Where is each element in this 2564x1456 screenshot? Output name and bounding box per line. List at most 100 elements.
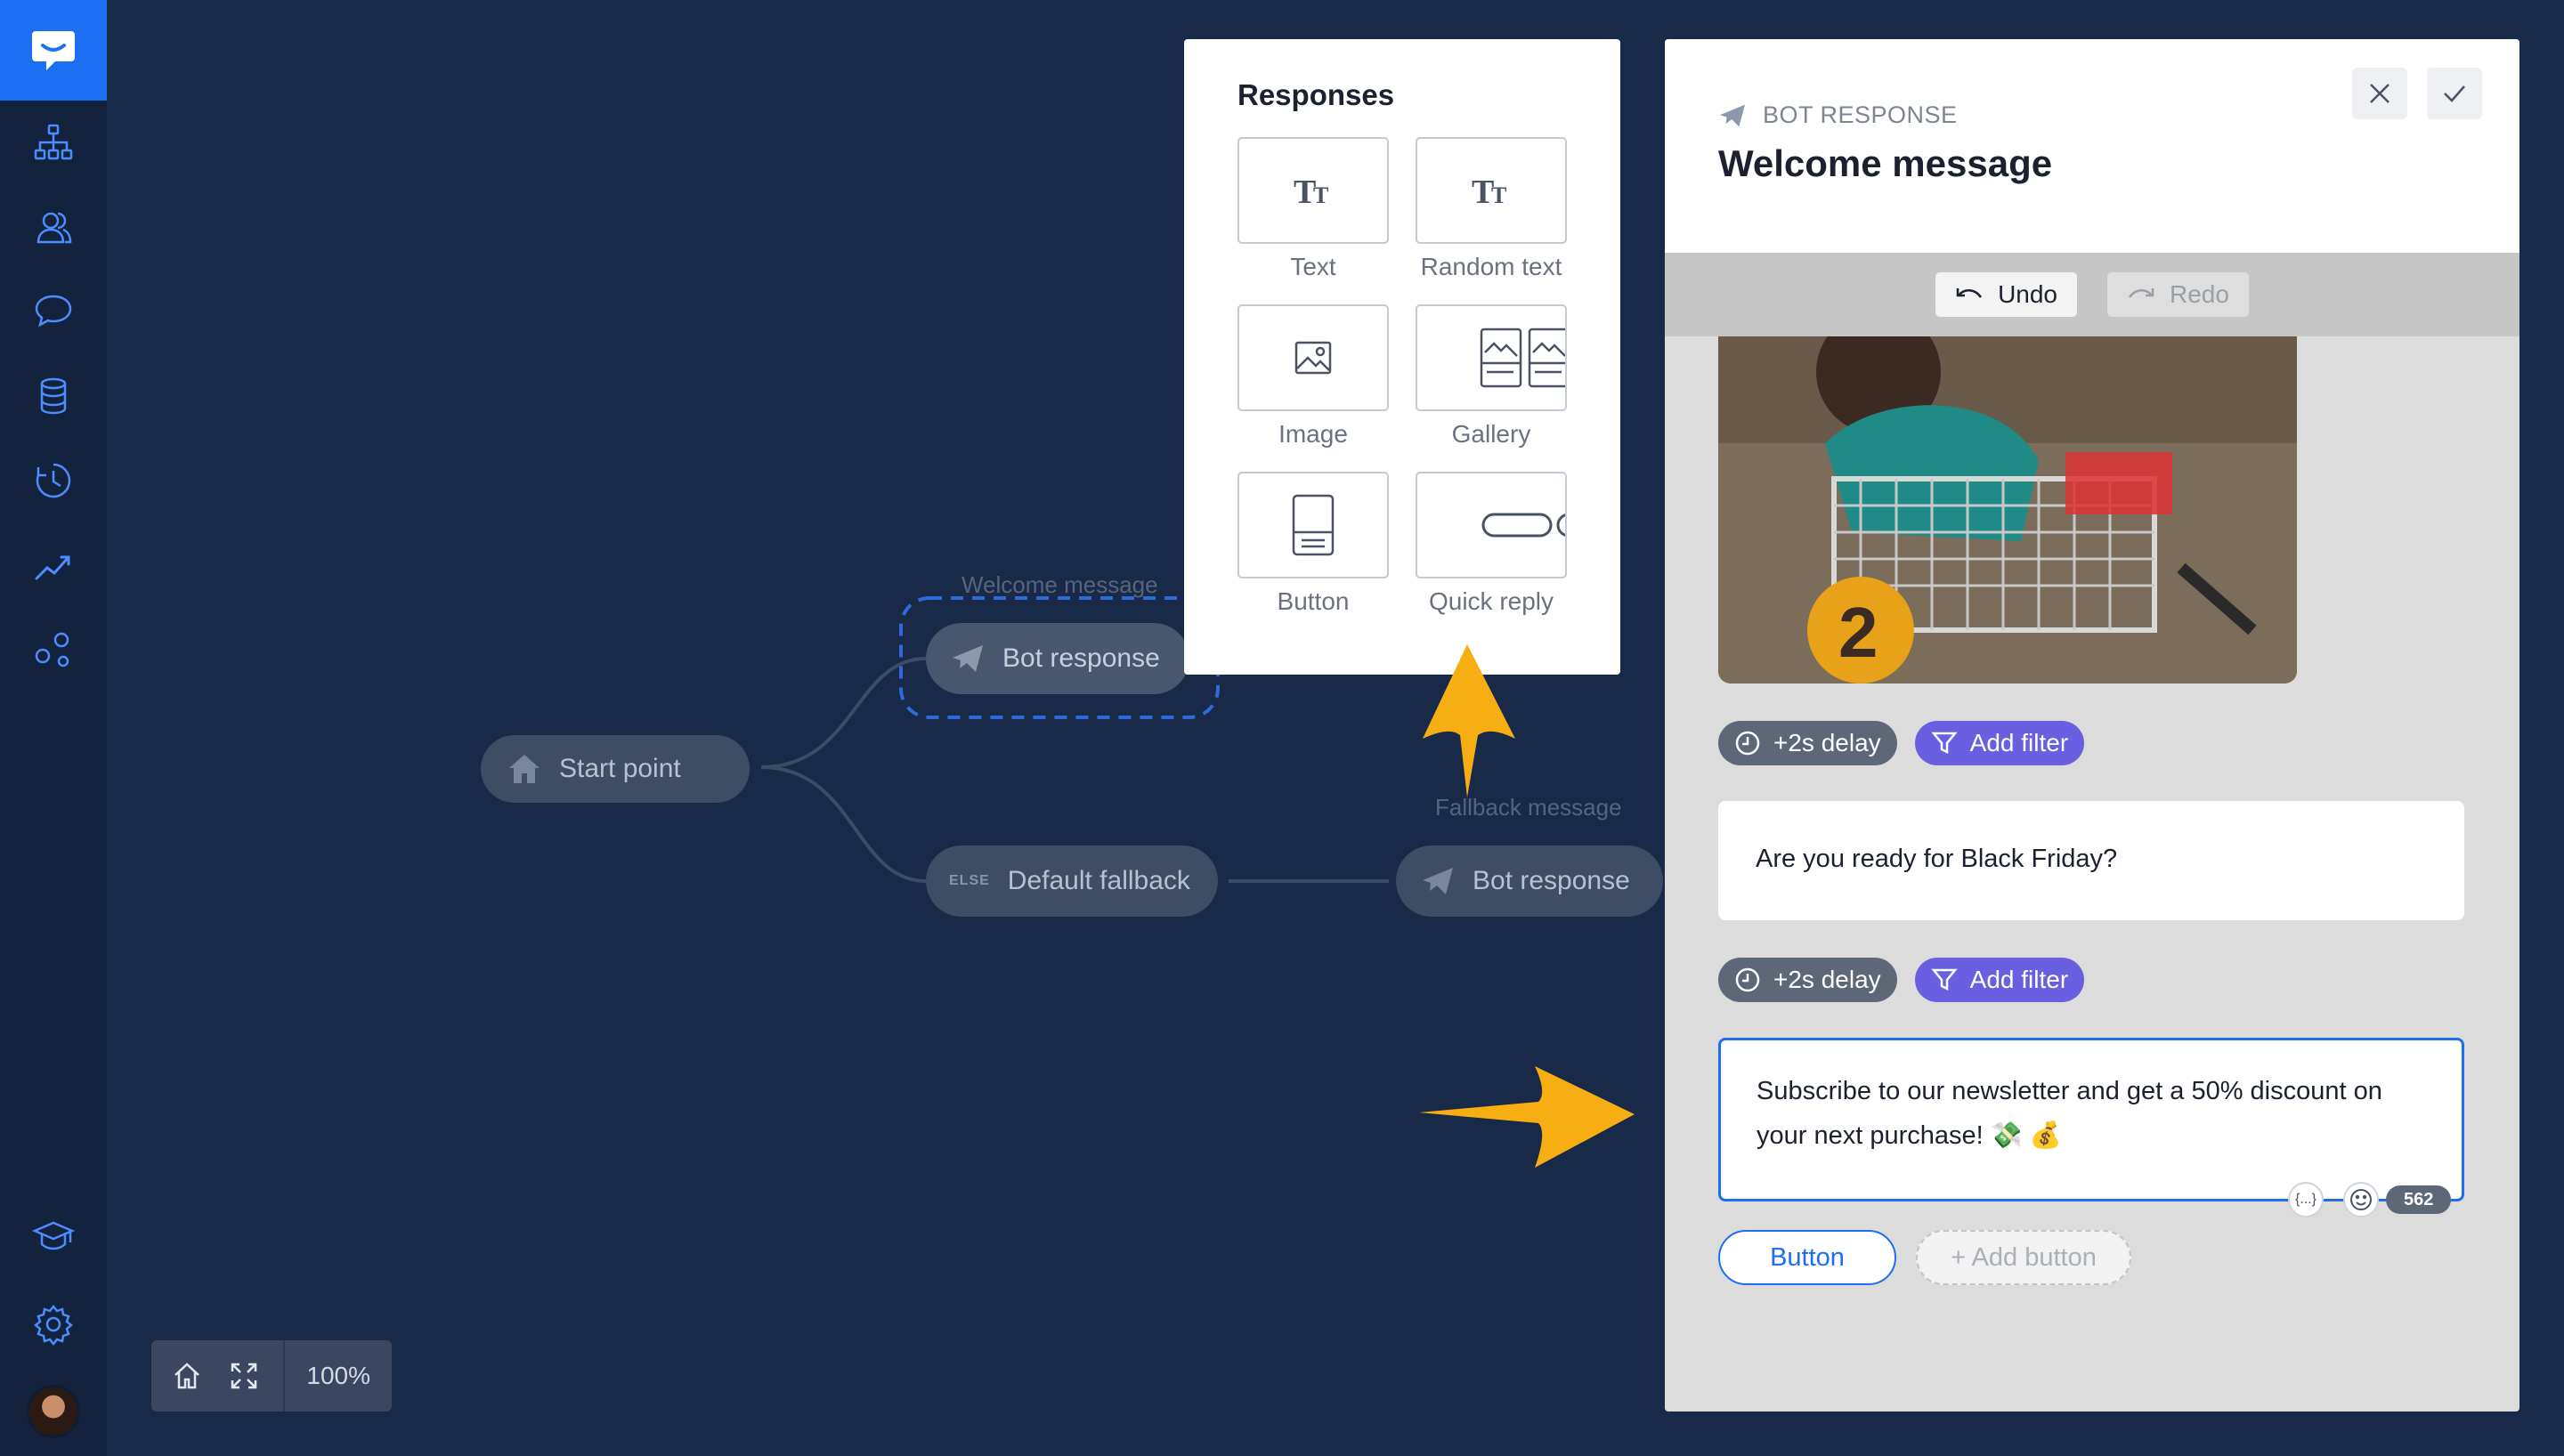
sidebar-item-users[interactable] [27,200,80,254]
variables-button[interactable]: {...} [2288,1182,2324,1217]
integrations-icon [35,632,69,667]
check-icon [2444,85,2465,102]
sidebar-item-stories[interactable] [27,116,80,169]
text-message-2-editor[interactable]: Subscribe to our newsletter and get a 50… [1718,1038,2464,1201]
filter-icon [1931,968,1958,991]
svg-text:2: 2 [1838,593,1878,672]
sitemap-icon [34,124,73,160]
add-filter-chip[interactable]: Add filter [1914,721,2085,765]
editor-tools: {...} 562 [2288,1182,2452,1217]
close-button[interactable] [2352,68,2407,119]
home-outline-icon [174,1363,199,1389]
gallery-icon [1480,328,1565,388]
delay-chip[interactable]: +2s delay [1718,721,1897,765]
users-icon [37,212,72,244]
svg-text:T: T [1491,182,1506,208]
sidebar-item-data[interactable] [27,369,80,423]
add-filter-label: Add filter [1969,729,2069,756]
undo-icon [1956,288,1983,298]
gif-image[interactable]: 2 [1718,336,2297,684]
redo-label: Redo [2170,280,2229,308]
welcome-node-title: Welcome message [961,571,1158,598]
fallback-node-title: Fallback message [1435,794,1622,821]
response-type-label: Button [1277,587,1350,615]
avatar[interactable] [27,1385,80,1438]
variables-glyph: {...} [2294,1192,2317,1207]
history-icon [36,463,71,498]
redo-button[interactable]: Redo [2107,272,2249,317]
else-tag: ELSE [949,873,990,888]
add-button[interactable]: + Add button [1916,1230,2131,1285]
gear-icon [33,1304,74,1347]
delay-label: +2s delay [1773,729,1881,756]
delay-label: +2s delay [1773,966,1881,993]
sidebar-item-settings[interactable] [27,1298,80,1351]
chat-logo-icon [32,30,75,70]
button-icon [1292,494,1335,556]
response-type-label: Gallery [1451,420,1531,448]
default-fallback-node[interactable]: ELSE Default fallback [926,845,1218,917]
add-filter-chip[interactable]: Add filter [1914,958,2085,1002]
emoji-icon [2350,1189,2372,1210]
welcome-node-label: Bot response [1002,643,1160,673]
start-point-label: Start point [559,754,681,783]
bot-response-panel: BOT RESPONSE Welcome message Undo Redo [1665,39,2519,1412]
character-count-badge: 562 [2386,1185,2452,1214]
random-text-icon: TT [1472,174,1506,208]
start-point-node[interactable]: Start point [481,735,750,803]
graduation-cap-icon [31,1221,76,1250]
app-logo[interactable] [0,0,107,101]
response-type-label: Image [1278,420,1348,448]
response-type-image[interactable]: Image [1237,304,1389,456]
sidebar-item-integrations[interactable] [27,623,80,676]
right-arrow-annotation [1419,1066,1635,1168]
send-icon [953,645,983,672]
add-button-label: + Add button [1951,1242,2097,1272]
confirm-button[interactable] [2427,68,2482,119]
delay-chip[interactable]: +2s delay [1718,958,1897,1002]
add-filter-label: Add filter [1969,966,2069,993]
response-type-label: Quick reply [1428,587,1554,615]
filter-icon [1931,732,1958,755]
fallback-node-label: Default fallback [1007,866,1190,895]
center-view-button[interactable] [151,1340,223,1412]
emoji-button[interactable] [2343,1182,2379,1217]
up-arrow-annotation [1423,644,1515,797]
fit-screen-button[interactable] [223,1340,265,1412]
redo-icon [2128,288,2154,298]
clock-icon [1735,731,1760,756]
zoom-level: 100% [283,1340,392,1412]
sidebar-item-chats[interactable] [27,285,80,338]
response-type-quick-reply[interactable]: Quick reply [1416,472,1567,623]
response-type-label: Random text [1420,253,1562,280]
message-1-text: Are you ready for Black Friday? [1756,845,2118,873]
panel-kind-label: BOT RESPONSE [1763,101,1958,128]
chat-bubble-icon [35,295,72,328]
message-button[interactable]: Button [1718,1230,1896,1285]
sidebar-item-academy[interactable] [27,1210,80,1264]
svg-text:T: T [1472,174,1494,208]
fallback-bot-response-node[interactable]: Bot response [1396,845,1663,917]
panel-kind: BOT RESPONSE [1718,101,1958,129]
expand-icon [231,1363,256,1389]
trend-icon [35,555,70,580]
undo-button[interactable]: Undo [1935,272,2077,317]
message-1-options: +2s delay Add filter [1718,721,2085,765]
message-button-label: Button [1770,1242,1845,1272]
home-icon [509,755,540,783]
sidebar-item-reports[interactable] [27,538,80,592]
response-type-button[interactable]: Button [1237,472,1389,623]
image-icon [1294,341,1332,375]
panel-title: Welcome message [1718,142,2053,184]
send-icon [1423,868,1453,894]
welcome-bot-response-node[interactable]: Bot response [926,623,1189,694]
message-2-options: +2s delay Add filter [1718,958,2085,1002]
text-message-1[interactable]: Are you ready for Black Friday? [1718,801,2464,920]
response-type-gallery[interactable]: Gallery [1416,304,1567,456]
sidebar-item-history[interactable] [27,454,80,507]
fallback-response-label: Bot response [1473,866,1630,895]
